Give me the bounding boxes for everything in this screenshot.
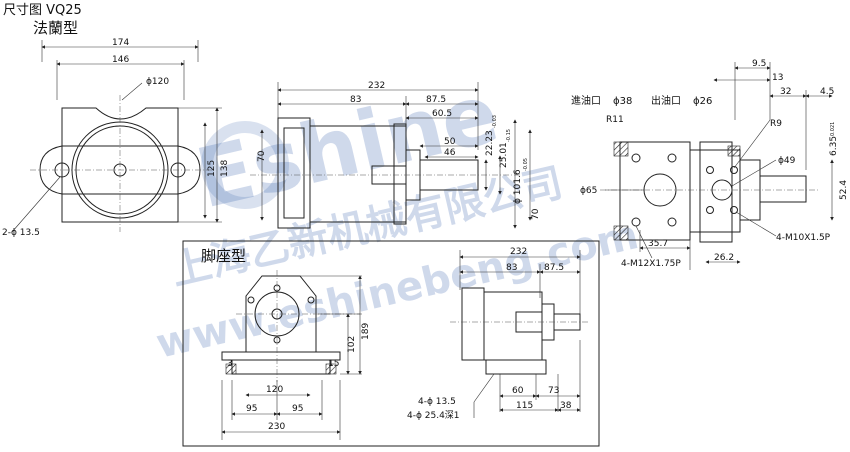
dim-suffix-3: -0.05 — [523, 158, 529, 171]
flange-front-view: 174 146 ϕ120 125 138 2-ϕ 13.5 — [2, 38, 230, 238]
flange-side-view: 232 83 87.5 60.5 50 46 70 22.23 -0.03 25… — [250, 81, 541, 229]
dim-87-5-foot: 87.5 — [544, 263, 564, 273]
dim-60-5: 60.5 — [432, 109, 452, 119]
dim-32: 32 — [780, 87, 791, 97]
dim-102: 102 — [347, 336, 357, 353]
dim-138: 138 — [220, 160, 230, 177]
dim-phi120: ϕ120 — [146, 77, 169, 87]
radius-r9: R9 — [770, 119, 782, 129]
radius-r11: R11 — [606, 115, 624, 125]
dim-83-foot: 83 — [506, 263, 517, 273]
dim-6-35: 6.35 — [829, 136, 839, 156]
flange-section-title: 法蘭型 — [33, 19, 78, 37]
dim-tol-0-021: 0.021 — [830, 122, 836, 136]
dim-4-5: 4.5 — [820, 87, 834, 97]
dim-87-5: 87.5 — [426, 95, 446, 105]
dim-50: 50 — [444, 137, 456, 147]
inlet-port-size: ϕ38 — [613, 96, 632, 107]
dim-2-phi13-5: 2-ϕ 13.5 — [2, 228, 40, 238]
dim-232-foot: 232 — [510, 247, 527, 257]
dim-25-01: 25.01 — [499, 142, 509, 168]
watermark-logo-ring — [201, 121, 289, 209]
callout-4-phi13-5: 4-ϕ 13.5 — [418, 397, 456, 407]
dim-230: 230 — [268, 422, 285, 432]
dim-95-right: 95 — [292, 404, 303, 414]
watermark: Eshine 上海乙新机械有限公司 www.eshinebeng.com — [152, 66, 643, 368]
port-view: 9.5 13 32 4.5 進油口 ϕ38 出油口 ϕ26 R11 R9 ϕ65 — [571, 59, 849, 270]
dim-115: 115 — [516, 401, 533, 411]
dim-174: 174 — [112, 38, 129, 48]
dim-13: 13 — [772, 73, 783, 83]
callout-4-m12: 4-M12X1.75P — [621, 259, 681, 269]
dim-73: 73 — [548, 386, 559, 396]
dim-phi65: ϕ65 — [580, 186, 597, 196]
dim-suffix-1: -0.03 — [492, 115, 498, 128]
dim-189: 189 — [361, 323, 371, 340]
foot-side-view: 232 83 87.5 60 73 115 38 4-ϕ 13.5 4-ϕ 25… — [407, 247, 590, 421]
dim-52-4: 52.4 — [839, 180, 849, 200]
dim-232: 232 — [368, 81, 385, 91]
drawing-title: 尺寸图 VQ25 — [3, 3, 82, 18]
dim-70-left: 70 — [257, 150, 267, 162]
dim-9-5: 9.5 — [752, 59, 766, 69]
outlet-port-label: 出油口 — [651, 94, 681, 107]
dim-26-2: 26.2 — [714, 253, 734, 263]
dim-83: 83 — [350, 95, 361, 105]
dim-suffix-2: -0.15 — [506, 129, 512, 142]
dim-3: 3 — [227, 359, 233, 369]
callout-4-m10: 4-M10X1.5P — [776, 233, 831, 243]
dim-60: 60 — [512, 386, 524, 396]
dim-46: 46 — [444, 148, 456, 158]
dim-38: 38 — [560, 401, 572, 411]
dim-phi49: ϕ49 — [778, 156, 796, 166]
dim-15: 15 — [328, 359, 339, 369]
foot-section-title: 脚座型 — [201, 247, 246, 265]
dim-125: 125 — [207, 160, 217, 177]
dim-95-left: 95 — [246, 404, 257, 414]
dim-phi101-6: ϕ 101.6 — [513, 169, 523, 204]
outlet-port-size: ϕ26 — [693, 96, 712, 107]
dim-35-7: 35.7 — [648, 239, 668, 249]
dim-70-right: 70 — [531, 208, 541, 220]
callout-4-phi25-4: 4-ϕ 25.4深1 — [407, 410, 460, 421]
foot-front-view: 3 15 120 95 95 230 102 189 — [221, 270, 371, 440]
dim-146: 146 — [112, 55, 129, 65]
inlet-port-label: 進油口 — [571, 94, 601, 107]
dim-22-23: 22.23 — [485, 130, 495, 156]
dim-120: 120 — [266, 385, 283, 395]
foot-mount-frame — [182, 240, 600, 447]
